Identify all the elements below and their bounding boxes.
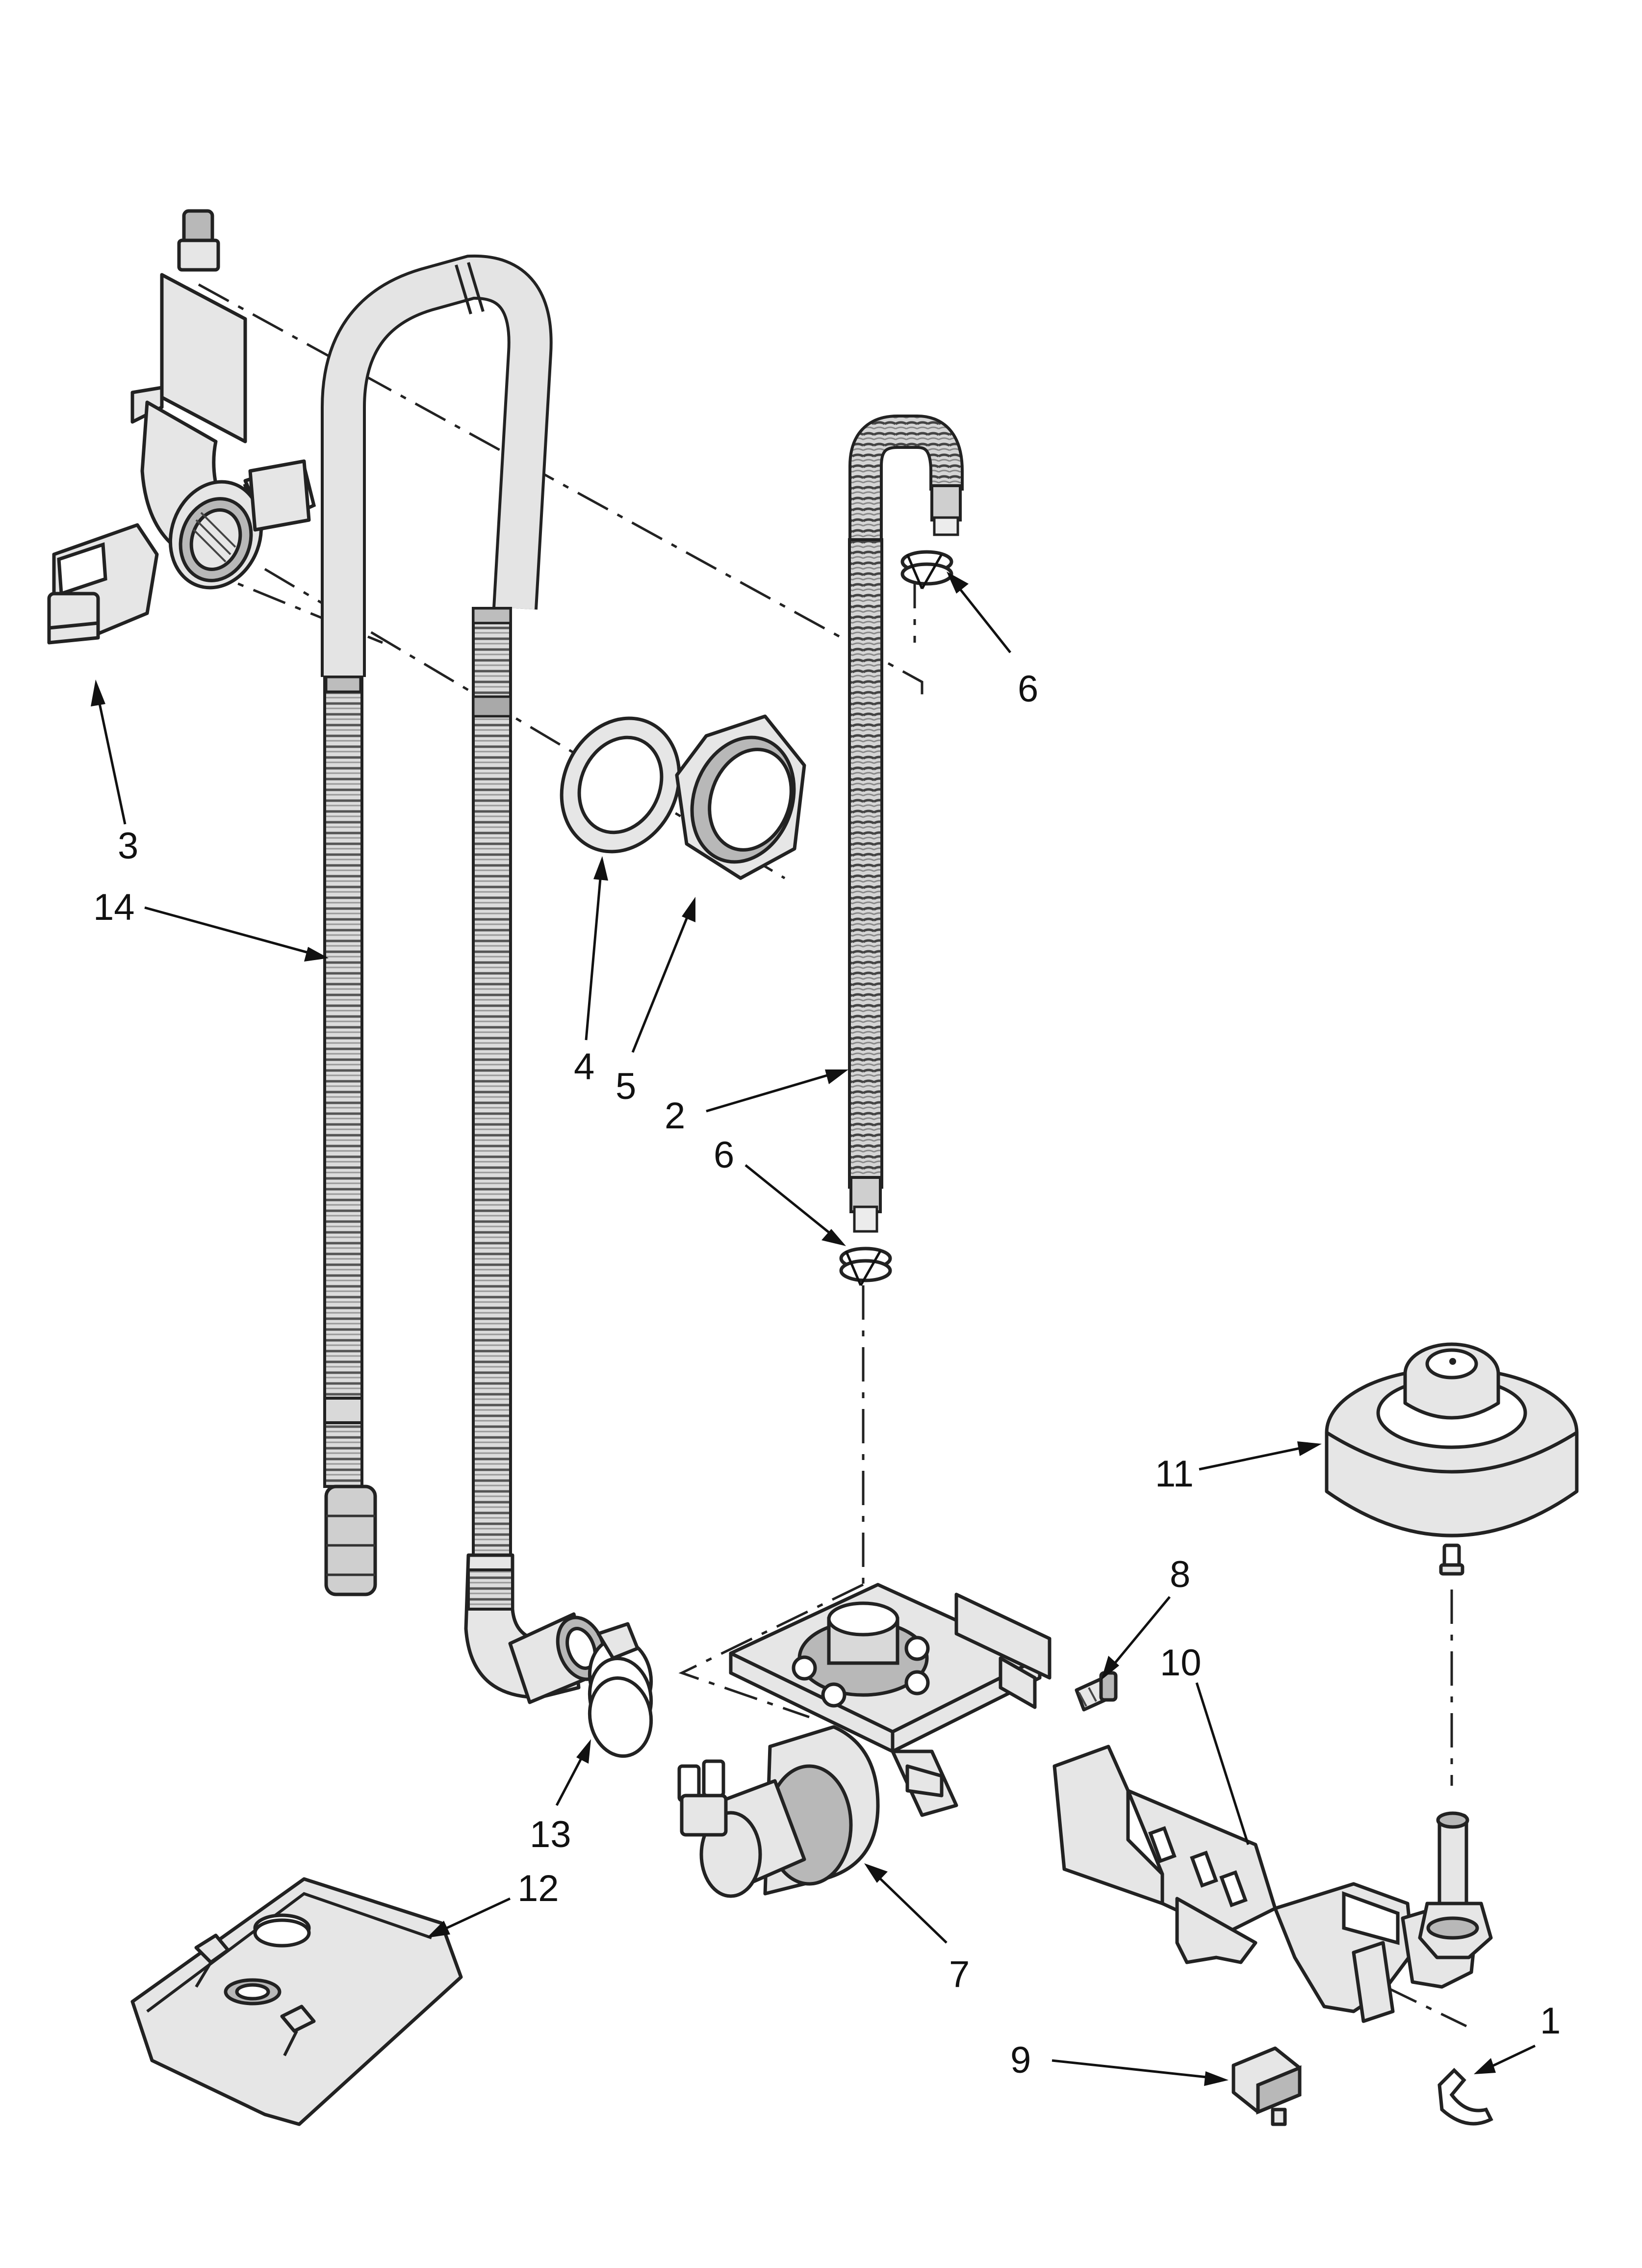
fill-hose-part-2 [848,415,964,1233]
vent-bracket-part-3 [47,209,316,645]
callout-10: 10 [1160,1642,1202,1684]
callout-6-lower: 6 [714,1134,734,1176]
callout-7: 7 [949,1954,970,1995]
hardware-bag-part-12 [130,1877,463,2126]
leader-arrows [91,572,1536,2086]
callout-1: 1 [1540,2000,1561,2042]
callout-3: 3 [118,825,138,867]
callout-6-upper: 6 [1018,668,1038,710]
clamp-part-13 [588,1622,653,1758]
callout-12: 12 [517,1868,559,1909]
callout-5: 5 [616,1066,636,1107]
callout-9: 9 [1010,2039,1031,2081]
inlet-valve-part-7 [677,1583,1052,1898]
float-bracket-part-10 [1052,1745,1493,2023]
callout-8: 8 [1170,1554,1190,1595]
float-part-11 [1325,1342,1579,1576]
micro-switch-part-9 [1232,2046,1302,2126]
callout-13: 13 [530,1814,571,1855]
nut-part-5 [675,714,806,880]
screw-part-8 [1075,1671,1118,1712]
drain-hose-part-14 [321,254,607,1704]
callout-labels: 6 3 14 4 5 2 6 11 8 10 13 12 7 9 1 [93,668,1561,2081]
hose-clamp-lower-part-6 [839,1247,892,1286]
callout-11: 11 [1155,1453,1194,1495]
callout-14: 14 [93,886,135,928]
hose-clamp-upper-part-6 [900,550,953,590]
callout-2: 2 [665,1095,685,1137]
washer-part-4 [560,716,681,854]
retaining-clip-part-1 [1437,2068,1493,2126]
callout-4: 4 [574,1046,594,1088]
